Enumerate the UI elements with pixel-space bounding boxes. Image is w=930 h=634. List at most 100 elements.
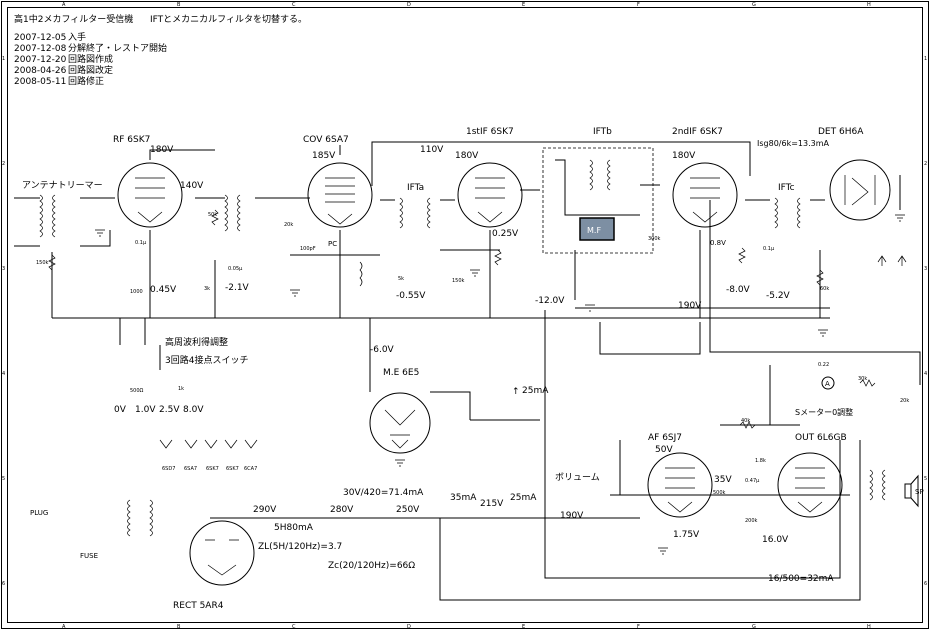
component-value: 1.8k <box>755 458 766 464</box>
current-annotation: 25mA <box>522 386 549 396</box>
voltage-label: 35V <box>714 475 732 485</box>
row-label: 2 <box>2 161 5 167</box>
col-label: F <box>637 624 640 630</box>
voltage-label: 190V <box>678 301 702 311</box>
choke-label: 5H80mA <box>274 523 314 533</box>
row-label: 2 <box>924 161 927 167</box>
col-label: D <box>407 2 411 8</box>
det-tube <box>829 159 891 221</box>
switch-voltage: 8.0V <box>183 405 204 415</box>
col-label: A <box>62 624 66 630</box>
af-stage-label: AF 6SJ7 <box>648 433 682 443</box>
heater-tube: 6SK7 <box>226 466 239 472</box>
voltage-label: -2.1V <box>225 283 250 293</box>
mf-label: M.F <box>587 226 601 235</box>
smeter-label: Sメーター0調整 <box>795 407 853 417</box>
component-value: 20k <box>284 222 293 228</box>
col-label: B <box>177 624 181 630</box>
switch-voltage: 1.0V <box>135 405 156 415</box>
col-label: C <box>292 624 296 630</box>
component-value: 150k <box>452 278 465 284</box>
ground-symbols <box>95 214 905 555</box>
heater-tube: 6SD7 <box>162 466 175 472</box>
rect-stage-label: RECT 5AR4 <box>173 601 224 611</box>
det-stage-label: DET 6H6A <box>818 127 864 137</box>
component-value: 300k <box>648 236 661 242</box>
switch-voltage-labels: 0V 1.0V 2.5V 8.0V <box>114 405 204 415</box>
voltage-label: -6.0V <box>370 345 395 355</box>
component-value: 0.22 <box>818 362 829 368</box>
svg-text:A: A <box>825 380 830 388</box>
history-text: 分解終了・レストア開始 <box>68 42 167 54</box>
meter-icon: A <box>821 376 835 390</box>
current-annotation: 35mA <box>450 493 477 503</box>
component-value: 100pF <box>300 246 316 252</box>
voltage-label: -8.0V <box>726 285 751 295</box>
row-label: 4 <box>2 371 5 377</box>
col-label: G <box>752 2 756 8</box>
main-wiring <box>14 141 921 601</box>
component-value: 1000 <box>130 289 143 295</box>
voltage-label: 0.45V <box>150 285 177 295</box>
component-value: 500k <box>713 490 726 496</box>
component-labels: 150k 50k 0.05μ 0.1μ 3k 1000 20k 100pF 15… <box>36 212 909 524</box>
me-stage-label: M.E 6E5 <box>383 368 419 378</box>
me-tube <box>369 392 431 454</box>
voltage-label: -0.55V <box>396 291 426 301</box>
col-label: H <box>867 2 871 8</box>
antenna-trimmer-label: アンテナトリーマー <box>22 180 103 191</box>
volume-label: ボリューム <box>555 472 600 483</box>
history-date: 2007-12-20 <box>14 55 67 65</box>
component-value: 40k <box>741 418 750 424</box>
out-tube <box>777 452 843 518</box>
rect-tube <box>189 520 255 586</box>
col-label: E <box>522 624 525 630</box>
component-value: 60k <box>820 286 829 292</box>
if1-stage-label: 1stIF 6SK7 <box>466 127 514 137</box>
component-value: 500Ω <box>130 388 144 394</box>
resistors <box>48 209 876 429</box>
component-value: 1k <box>178 386 184 392</box>
component-value: 3k <box>204 286 210 292</box>
row-label: 6 <box>2 581 5 587</box>
voltage-label: 0.25V <box>492 229 519 239</box>
frame-row-labels: 1 2 3 4 5 6 1 2 3 4 5 6 <box>2 56 927 587</box>
iftc-label: IFTc <box>778 183 795 193</box>
voltage-label: 250V <box>396 505 420 515</box>
row-label: 5 <box>924 476 927 482</box>
iftb-dashed-region <box>542 147 654 254</box>
col-label: A <box>62 2 66 8</box>
col-label: G <box>752 624 756 630</box>
switch-voltage: 2.5V <box>159 405 180 415</box>
row-label: 3 <box>924 266 927 272</box>
component-value: 200k <box>745 518 758 524</box>
voltage-label: 215V <box>480 499 504 509</box>
heater-tube: 6SK7 <box>206 466 219 472</box>
row-label: 5 <box>2 476 5 482</box>
plug-label: PLUG <box>30 509 48 517</box>
up-arrow-icon: ↑ <box>512 387 520 397</box>
heater-tube: 6CA7 <box>244 466 257 472</box>
row-label: 1 <box>2 56 5 62</box>
if2-stage-label: 2ndIF 6SK7 <box>672 127 723 137</box>
cov-tube <box>307 162 373 228</box>
voltage-label: 16.0V <box>762 535 789 545</box>
col-label: C <box>292 2 296 8</box>
rf-stage-label: RF 6SK7 <box>113 135 150 145</box>
row-label: 1 <box>924 56 927 62</box>
voltage-label: 180V <box>150 145 174 155</box>
if2-tube <box>672 162 738 228</box>
row-label: 6 <box>924 581 927 587</box>
iftb-label: IFTb <box>593 127 612 137</box>
voltage-label: 290V <box>253 505 277 515</box>
voltage-label: 280V <box>330 505 354 515</box>
hf-gain-label: 高周波利得調整 <box>165 336 228 348</box>
row-label: 3 <box>2 266 5 272</box>
component-value: 0.1μ <box>763 246 775 252</box>
col-label: E <box>522 2 525 8</box>
row-label: 4 <box>924 371 927 377</box>
component-value: 0.05μ <box>228 266 243 272</box>
